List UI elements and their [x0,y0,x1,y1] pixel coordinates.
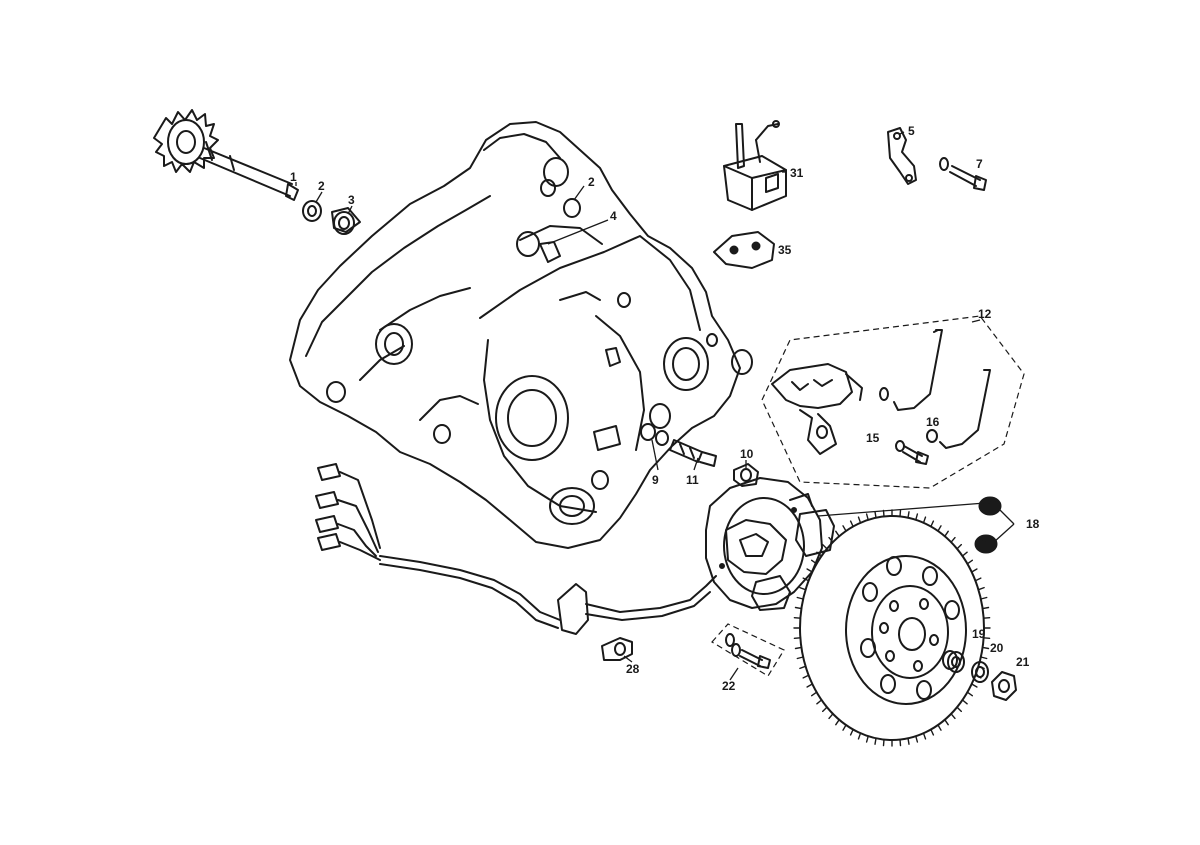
part-19-washer [947,651,965,673]
callout-5: 5 [908,124,915,138]
part-22-screw-set [711,623,785,677]
callout-22: 22 [722,679,736,693]
part-7-screw [939,157,987,191]
callout-7: 7 [976,157,983,171]
part-9-washer [640,423,669,446]
callout-28: 28 [626,662,640,676]
part-21-nut [991,671,1017,701]
callout-4: 4 [610,209,617,223]
callout-16: 16 [926,415,940,429]
callout-3: 3 [348,193,355,207]
part-11-sensor [669,439,717,467]
leader-lines [295,131,1015,681]
callout-31: 31 [790,166,804,180]
callout-9: 9 [652,473,659,487]
part-15-screw [895,440,929,465]
callout-1: 1 [290,170,297,184]
stator-wiring-harness [315,463,835,635]
callout-35: 35 [778,243,792,257]
callout-21: 21 [1016,655,1030,669]
callout-labels: 1 2 3 2 4 5 7 31 35 12 16 15 10 9 11 18 … [290,124,1040,693]
part-2-seal [302,200,322,222]
callout-18: 18 [1026,517,1040,531]
callout-2-seal: 2 [318,179,325,193]
callout-10: 10 [740,447,754,461]
callout-11: 11 [686,473,699,487]
part-1-gear-shaft [153,109,299,201]
part-3-bearing [331,207,361,235]
part-35-cover-plate [713,231,775,269]
callout-20: 20 [990,641,1004,655]
part-28-cable-clip [601,637,633,661]
part-16-washer [926,429,938,443]
part-20-lock-washer [971,661,989,683]
callout-19: 19 [972,627,986,641]
crankcase [289,121,753,549]
callout-15: 15 [866,431,880,445]
part-5-bracket [887,127,917,185]
flywheel [793,509,991,747]
part-12-pickup-assembly [761,315,1025,489]
part-31-ignition-coil [723,120,787,211]
part-10-grommet [733,463,759,487]
part-18-dampers [974,496,1002,554]
callout-12: 12 [978,307,992,321]
callout-2-crankcase: 2 [588,175,595,189]
